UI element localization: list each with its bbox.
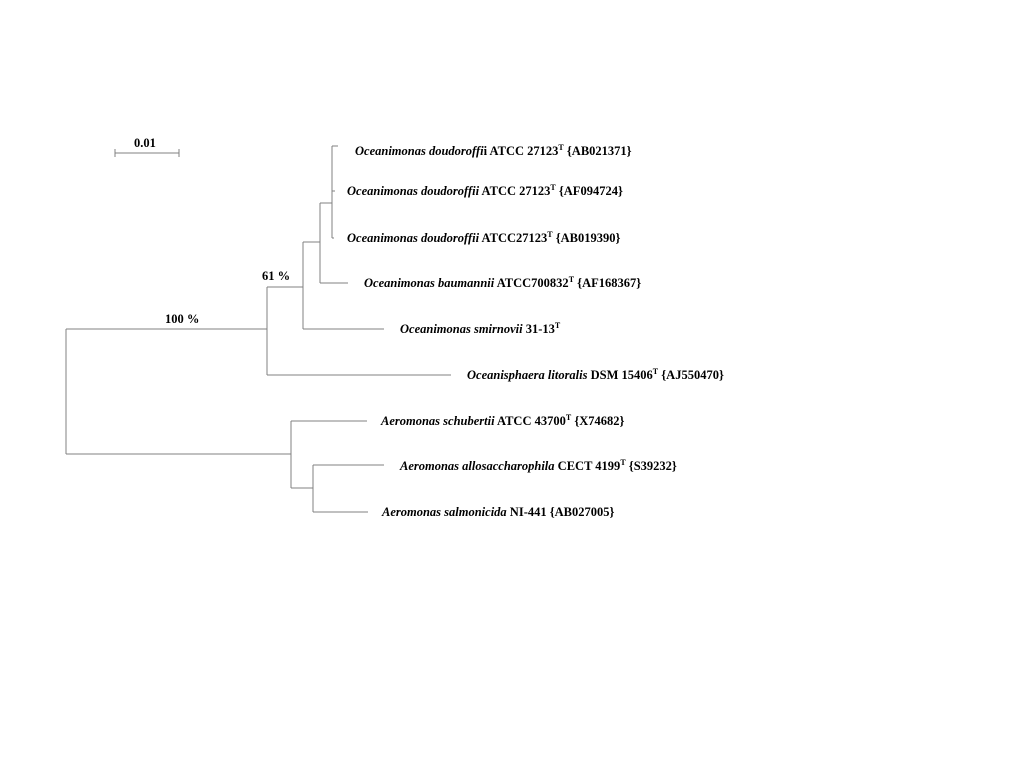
taxon-species-tail: i [483,144,488,158]
taxon-label: Oceanisphaera litoralis DSM 15406T {AJ55… [467,367,724,383]
taxon-strain: 31-13 [525,322,555,336]
taxon-accession: {S39232} [628,459,677,473]
bootstrap-root: 100 % [165,312,200,326]
taxon-label: Oceanimonas smirnovii 31-13T [400,321,561,337]
taxon-label: Aeromonas salmonicida NI-441 {AB027005} [382,505,614,519]
taxon-strain: CECT 4199 [557,459,621,473]
taxon-strain: ATCC700832 [496,276,569,290]
taxon-species: Oceanisphaera litoralis [467,368,588,382]
type-strain-mark: T [568,275,575,284]
type-strain-mark: T [550,183,556,192]
taxon-species: Oceanimonas doudoroffii [347,184,480,198]
taxon-species: Oceanimonas doudoroffi [355,144,484,158]
taxon-species: Aeromonas allosaccharophila [400,459,555,473]
type-strain-mark: T [558,143,564,152]
taxon-label: Oceanimonas doudoroffii ATCC 27123T {AB0… [355,143,632,159]
taxon-strain: ATCC27123 [481,231,548,245]
taxon-species: Oceanimonas doudoroffii [347,231,480,245]
scale-bar-label: 0.01 [134,136,156,150]
taxon-strain: ATCC 27123 [481,184,551,198]
taxon-species: Oceanimonas baumannii [364,276,495,290]
taxon-label: Aeromonas schubertii ATCC 43700T {X74682… [381,413,625,429]
taxon-accession: {AB019390} [555,231,621,245]
taxon-label: Oceanimonas doudoroffii ATCC 27123T {AF0… [347,183,623,199]
taxon-strain: NI-441 [509,505,547,519]
taxon-accession: {AF168367} [577,276,642,290]
taxon-accession: {AB027005} [549,505,615,519]
taxon-accession: {AF094724} [558,184,623,198]
taxon-species: Oceanimonas smirnovii [400,322,523,336]
taxon-accession: {AB021371} [566,144,632,158]
type-strain-mark: T [620,458,626,467]
taxon-strain: ATCC 27123 [489,144,559,158]
taxon-label: Oceanimonas doudoroffii ATCC27123T {AB01… [347,230,621,246]
taxon-species: Aeromonas schubertii [381,414,495,428]
taxon-label: Oceanimonas baumannii ATCC700832T {AF168… [364,275,642,291]
taxon-species: Aeromonas salmonicida [382,505,507,519]
taxon-strain: DSM 15406 [590,368,653,382]
type-strain-mark: T [652,367,659,376]
type-strain-mark: T [565,413,572,422]
type-strain-mark: T [554,321,561,330]
taxon-strain: ATCC 43700 [497,414,566,428]
taxon-accession: {X74682} [574,414,625,428]
type-strain-mark: T [547,230,553,239]
taxon-label: Aeromonas allosaccharophila CECT 4199T {… [400,458,677,474]
taxon-accession: {AJ550470} [661,368,724,382]
bootstrap-oceanimonas: 61 % [262,269,291,283]
